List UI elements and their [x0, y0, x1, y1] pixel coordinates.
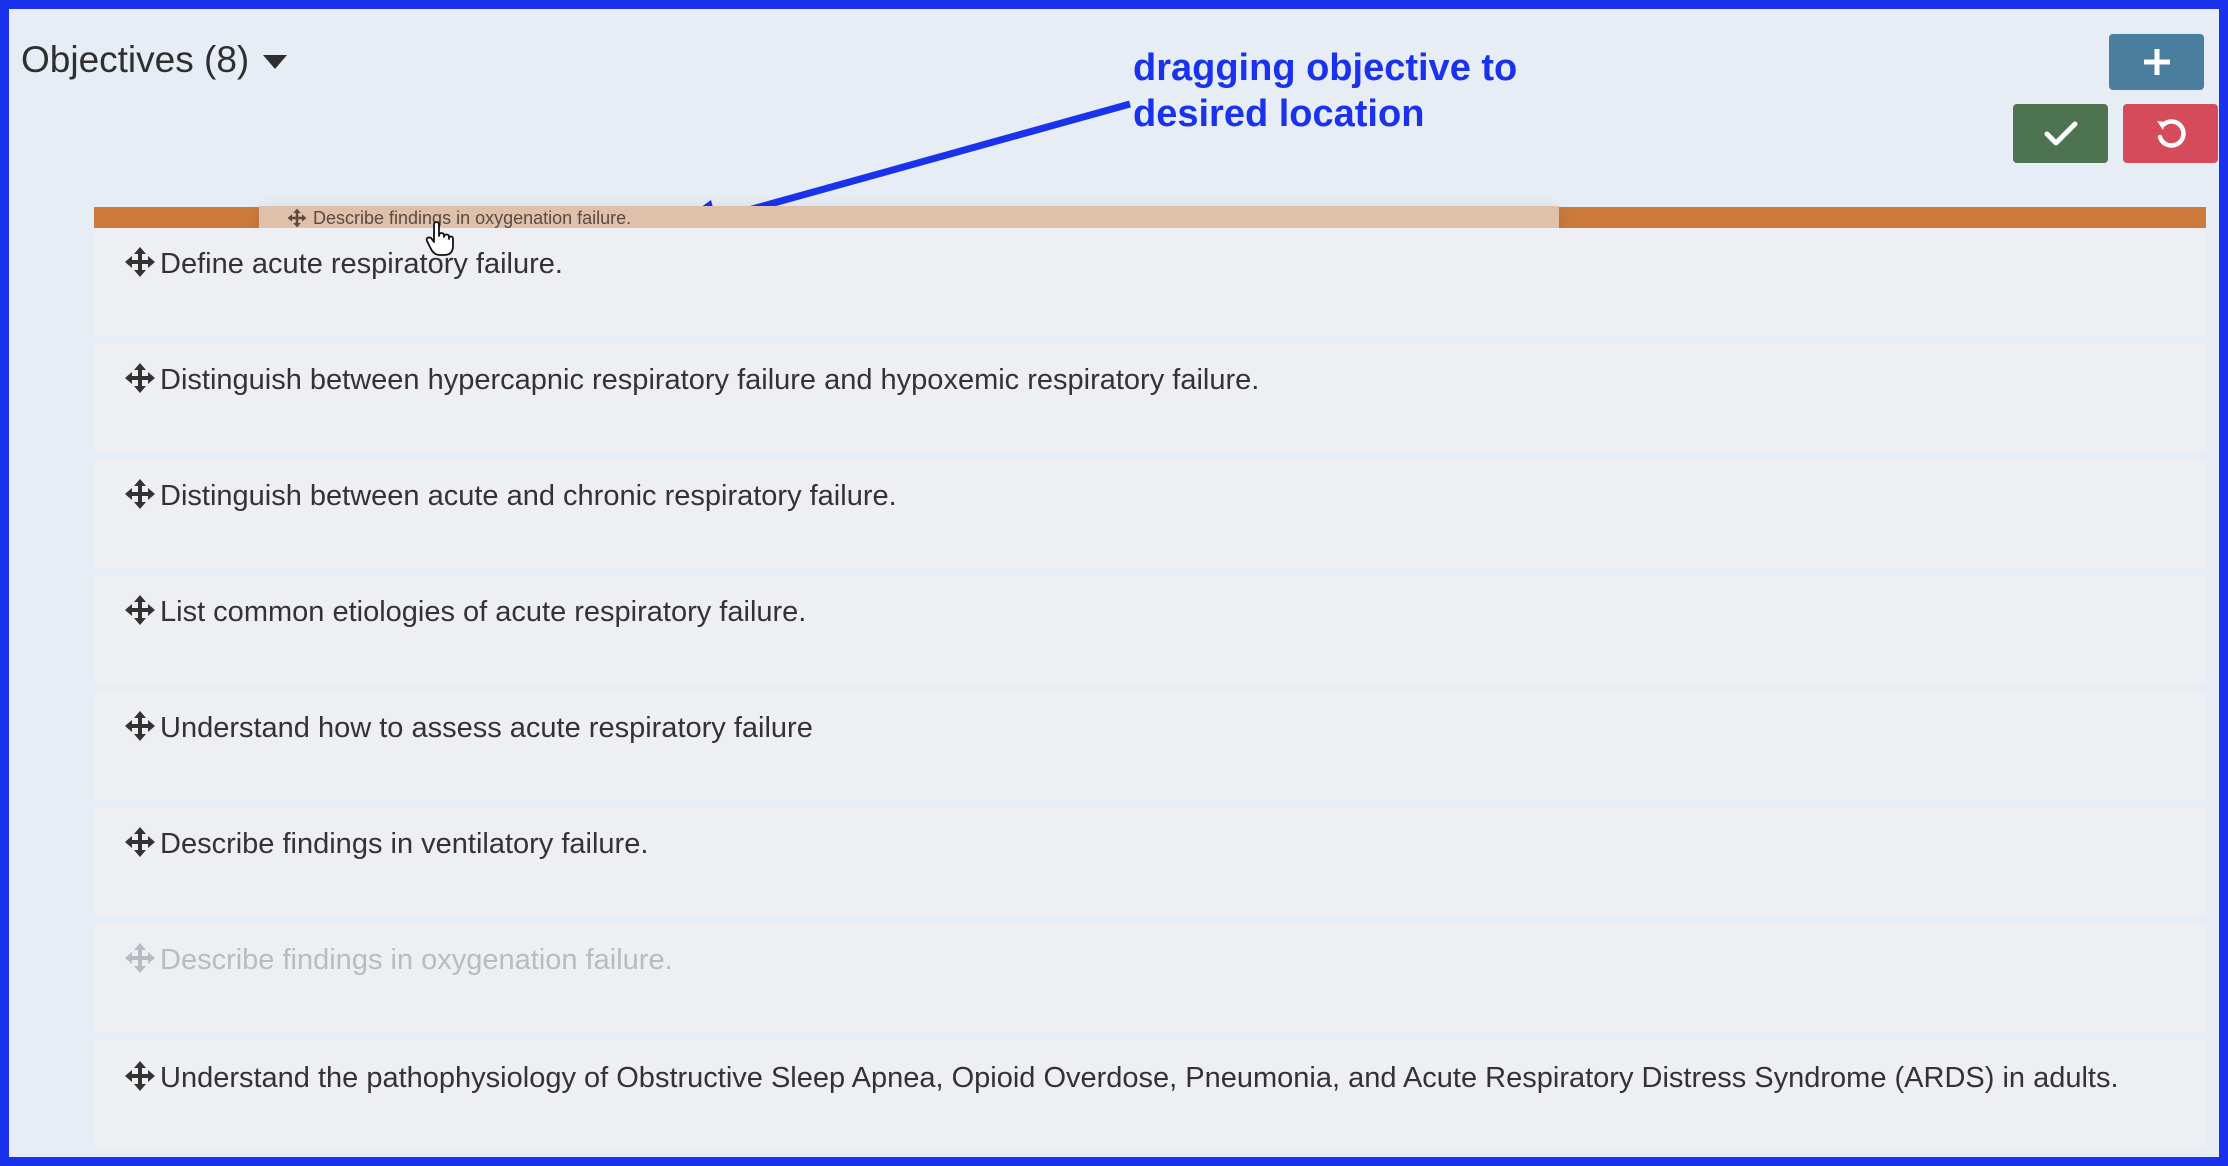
objective-item[interactable]: List common etiologies of acute respirat…	[94, 576, 2206, 692]
objective-item[interactable]: Distinguish between hypercapnic respirat…	[94, 344, 2206, 460]
move-icon[interactable]	[124, 478, 156, 510]
annotation-line-2: desired location	[1133, 93, 1425, 135]
section-title: Objectives (8)	[21, 39, 250, 80]
move-icon[interactable]	[124, 826, 156, 858]
objectives-dropdown[interactable]: Objectives (8)	[21, 39, 288, 81]
objective-text: Understand the pathophysiology of Obstru…	[160, 1062, 2119, 1094]
objective-text: Define acute respiratory failure.	[160, 248, 563, 280]
plus-icon	[2143, 49, 2170, 75]
dragged-objective-ghost[interactable]: Describe findings in oxygenation failure…	[259, 206, 1559, 230]
objective-item[interactable]: Define acute respiratory failure.	[94, 228, 2206, 344]
instruction-annotation: dragging objective to desired location	[1133, 45, 1693, 137]
caret-down-icon	[263, 55, 288, 69]
move-icon	[125, 943, 155, 973]
move-icon[interactable]	[124, 710, 156, 742]
objective-item[interactable]: Understand the pathophysiology of Obstru…	[94, 1040, 2206, 1156]
objectives-list: Define acute respiratory failure. Distin…	[94, 228, 2206, 1156]
objective-text: Describe findings in ventilatory failure…	[160, 828, 649, 860]
undo-icon	[2156, 118, 2186, 148]
objective-item[interactable]: Distinguish between acute and chronic re…	[94, 460, 2206, 576]
add-objective-button[interactable]	[2109, 34, 2204, 90]
objective-text: Distinguish between acute and chronic re…	[160, 480, 897, 512]
objective-text: List common etiologies of acute respirat…	[160, 596, 807, 628]
undo-order-button[interactable]	[2123, 104, 2218, 163]
move-icon[interactable]	[124, 594, 156, 626]
move-icon	[287, 208, 307, 228]
objective-text: Understand how to assess acute respirato…	[160, 712, 813, 744]
move-icon[interactable]	[124, 246, 156, 278]
objective-item[interactable]: Understand how to assess acute respirato…	[94, 692, 2206, 808]
annotation-line-1: dragging objective to	[1133, 47, 1518, 89]
move-icon[interactable]	[124, 362, 156, 394]
save-order-button[interactable]	[2013, 104, 2108, 163]
objective-item[interactable]: Describe findings in ventilatory failure…	[94, 808, 2206, 924]
objective-text: Describe findings in oxygenation failure…	[160, 944, 673, 976]
dragged-objective-label: Describe findings in oxygenation failure…	[313, 207, 632, 228]
check-icon	[2044, 121, 2077, 145]
move-icon[interactable]	[124, 1060, 156, 1092]
objective-text: Distinguish between hypercapnic respirat…	[160, 364, 1260, 396]
objective-item-placeholder: Describe findings in oxygenation failure…	[94, 924, 2206, 1040]
